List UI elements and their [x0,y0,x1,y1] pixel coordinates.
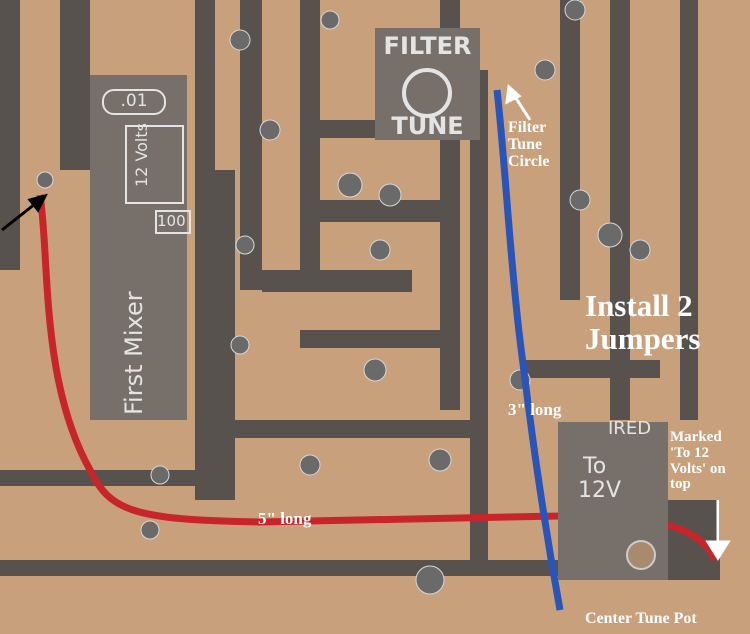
tune-label-text: TUNE [391,112,464,140]
install-jumpers-note: Install 2 Jumpers [585,288,701,356]
note-line: Jumpers [585,320,701,356]
12v-label-text: 12V [578,478,622,503]
note-line: Marked [670,429,722,445]
solder-joints [36,0,651,595]
blue-jumper-wire [493,89,564,611]
voltage-box: 12 Volts [125,123,184,204]
to-12v-label: IRED To 12V [558,418,668,580]
filter-tune-label: FILTER TUNE [375,28,480,140]
blue-length-note: 3" long [508,400,562,419]
resistor-value-text: 100 [155,210,191,234]
note-line: Install 2 [585,288,693,323]
note-line: Circle [508,152,550,170]
cap-value-text: .01 [102,89,166,115]
note-line: Filter [508,119,547,136]
mounting-hole [626,540,656,570]
red-length-note: 5" long [258,509,312,528]
first-mixer-text: First Mixer [120,291,148,415]
first-mixer-label: .01 12 Volts 100 First Mixer [90,75,191,420]
partial-label-text: IRED [608,418,652,439]
filter-label-text: FILTER [383,32,472,60]
voltage-box-text: 12 Volts [132,123,151,187]
center-tune-pot-note: Center Tune Pot [585,610,697,627]
to-label-text: To [583,454,607,479]
note-line: top [670,476,691,493]
filter-tune-circle-note: Filter Tune Circle [508,119,550,170]
filter-tune-circle-icon [402,68,452,118]
marked-note: Marked 'To 12 Volts' on top [670,429,726,493]
note-line: Volts' on [670,460,726,477]
note-line: 'To 12 [670,444,710,461]
white-arrows [505,83,731,561]
note-line: Tune [508,135,543,153]
